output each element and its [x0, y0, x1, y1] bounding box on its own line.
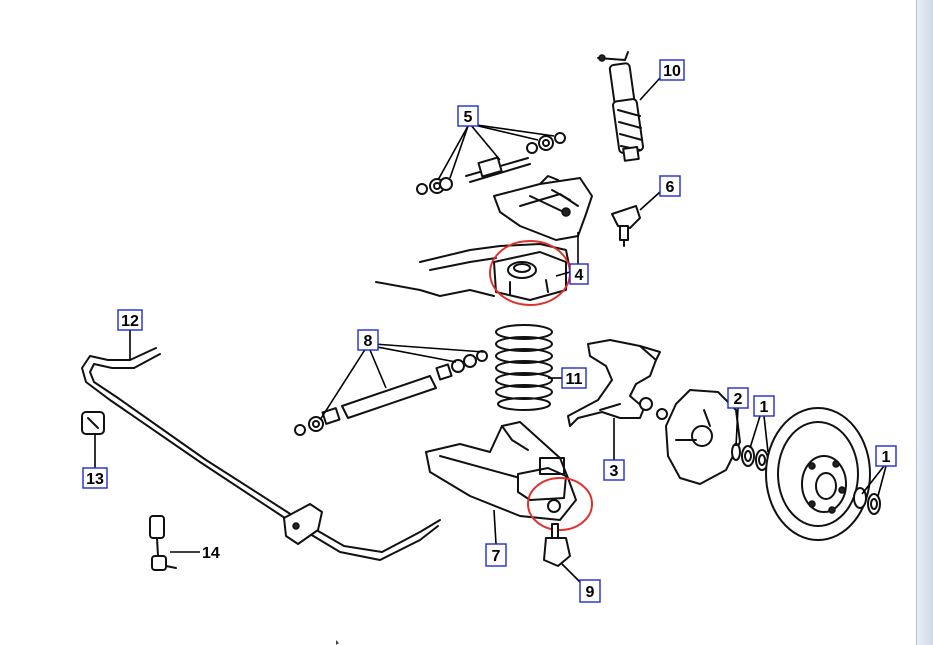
svg-text:3: 3	[610, 463, 619, 480]
callout-3: 3	[603, 459, 625, 481]
mouse-cursor-icon	[336, 640, 339, 645]
callout-5: 5	[457, 105, 479, 127]
callout-10: 10	[659, 59, 685, 81]
callout-13: 13	[82, 467, 108, 489]
svg-text:10: 10	[663, 63, 681, 80]
upper-control-arm	[493, 175, 593, 241]
callout-6: 6	[659, 175, 681, 197]
svg-text:13: 13	[86, 471, 104, 488]
stabilizer-bracket	[283, 503, 323, 545]
stabilizer-bar	[81, 347, 441, 561]
callout-9: 9	[579, 579, 601, 603]
svg-text:1: 1	[760, 399, 769, 416]
callout-4: 4	[569, 263, 589, 285]
label-14: 14	[202, 545, 220, 562]
lower-arm-shaft-kit	[294, 350, 488, 436]
svg-text:9: 9	[586, 584, 595, 601]
callout-8: 8	[357, 329, 379, 351]
brake-rotor-hub	[765, 407, 871, 541]
lower-ball-joint	[543, 523, 571, 567]
highlight-lower-ball-joint-seat	[527, 477, 593, 531]
callout-7: 7	[485, 543, 507, 567]
svg-text:8: 8	[364, 333, 373, 350]
shock-absorber	[597, 51, 644, 162]
svg-text:4: 4	[575, 267, 584, 284]
steering-knuckle	[567, 339, 668, 427]
svg-text:12: 12	[121, 313, 139, 330]
coil-spring	[495, 324, 553, 411]
callout-1-inner: 1	[753, 395, 775, 417]
svg-text:5: 5	[464, 109, 473, 126]
wheel-bearings-outer	[853, 487, 881, 515]
upper-arm-shaft-kit	[416, 132, 566, 195]
lower-control-arm	[425, 421, 577, 521]
callout-11: 11	[561, 367, 587, 389]
stabilizer-link	[149, 515, 177, 571]
stabilizer-bushing	[81, 411, 105, 435]
svg-text:1: 1	[882, 449, 891, 466]
upper-ball-joint	[611, 205, 641, 247]
callout-2: 2	[727, 387, 749, 409]
svg-text:2: 2	[734, 391, 743, 408]
callout-1-outer: 1	[875, 445, 897, 467]
svg-text:7: 7	[492, 548, 501, 565]
callout-12: 12	[117, 309, 143, 331]
wheel-bearings-inner	[731, 443, 769, 471]
svg-text:11: 11	[566, 371, 583, 388]
svg-text:6: 6	[666, 179, 675, 196]
leader-lines	[94, 77, 887, 583]
frame-spring-seat	[375, 243, 573, 301]
vertical-scrollbar[interactable]	[916, 0, 933, 645]
